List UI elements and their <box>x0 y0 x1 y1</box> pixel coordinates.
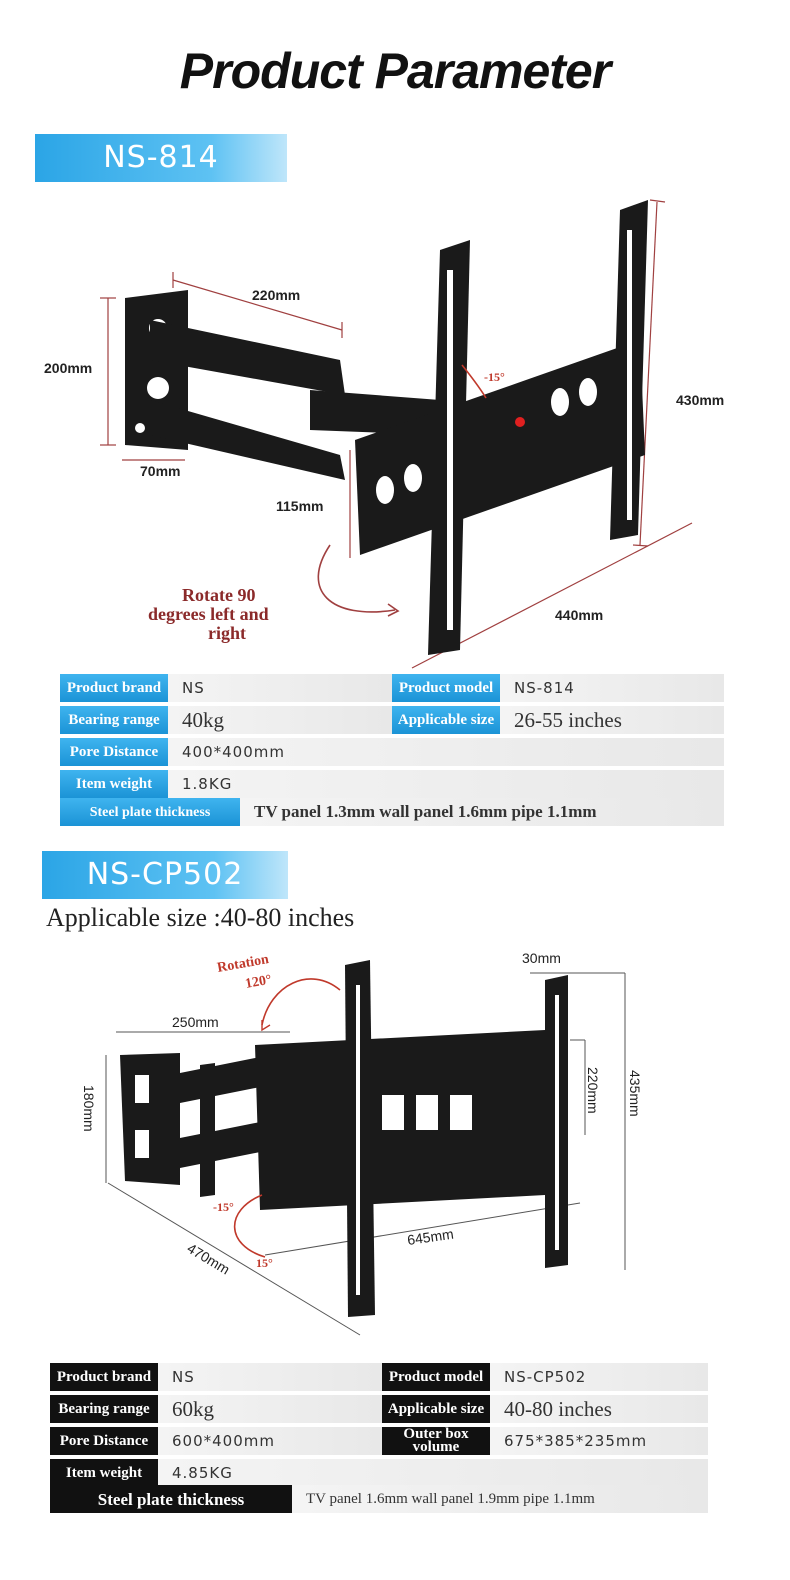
rotation-note-line1: Rotate 90 <box>182 585 255 605</box>
spec-value-brand: NS <box>168 674 392 702</box>
rotation-note-line3: right <box>208 623 246 643</box>
dim-panel-height: 435mm <box>627 1070 643 1117</box>
spec-row: Steel plate thickness TV panel 1.6mm wal… <box>50 1485 708 1513</box>
spec-value-pore: 600*400mm <box>158 1427 382 1455</box>
spec-label-outer-box: Outer box volume <box>382 1427 490 1455</box>
spec-label-weight: Item weight <box>50 1459 158 1487</box>
spec-value-outer-box: 675*385*235mm <box>490 1427 708 1455</box>
ns-cp502-spec-table: Product brand NS Product model NS-CP502 … <box>50 1359 708 1491</box>
dim-panel-height: 430mm <box>676 392 724 408</box>
spec-label-model: Product model <box>382 1363 490 1391</box>
spec-label-brand: Product brand <box>60 674 168 702</box>
dim-plate-height: 180mm <box>81 1085 97 1132</box>
dim-arm-width: 220mm <box>252 287 300 303</box>
spec-value-model: NS-814 <box>500 674 724 702</box>
dim-plate-width: 70mm <box>140 463 180 479</box>
spec-label-pore: Pore Distance <box>50 1427 158 1455</box>
spec-value-size: 40-80 inches <box>490 1395 708 1423</box>
spec-value-weight: 1.8KG <box>168 770 724 798</box>
dim-panel-width: 645mm <box>406 1226 454 1248</box>
spec-row: Item weight 1.8KG <box>60 770 724 798</box>
ns-814-mount-diagram: 220mm 200mm 70mm 115mm 430mm 440mm -15° … <box>44 199 724 669</box>
spec-row: Bearing range 60kg Applicable size 40-80… <box>50 1395 708 1423</box>
spec-row: Bearing range 40kg Applicable size 26-55… <box>60 706 724 734</box>
dim-extension: 470mm <box>184 1240 232 1278</box>
rotation-note-line1: Rotation <box>216 952 270 976</box>
spec-value-bearing: 40kg <box>168 706 392 734</box>
page-title: Product Parameter <box>179 43 611 99</box>
dim-panel-width: 440mm <box>555 607 603 623</box>
spec-value-bearing: 60kg <box>158 1395 382 1423</box>
rotation-note-line2: degrees left and <box>148 604 269 624</box>
spec-label-bearing: Bearing range <box>50 1395 158 1423</box>
ns-cp502-mount-diagram: 250mm 180mm 30mm 220mm 435mm 645mm 470mm… <box>81 950 643 1336</box>
spec-label-size: Applicable size <box>392 706 500 734</box>
spec-label-steel: Steel plate thickness <box>60 798 240 826</box>
ns-814-steel-row: Steel plate thickness TV panel 1.3mm wal… <box>60 794 724 830</box>
dim-offset: 115mm <box>276 498 323 514</box>
spec-label-model: Product model <box>392 674 500 702</box>
rotation-note-line2: 120° <box>244 973 273 992</box>
spec-label-brand: Product brand <box>50 1363 158 1391</box>
spec-value-pore: 400*400mm <box>168 738 724 766</box>
spec-row: Pore Distance 400*400mm <box>60 738 724 766</box>
spec-value-model: NS-CP502 <box>490 1363 708 1391</box>
spec-label-steel: Steel plate thickness <box>50 1485 292 1513</box>
model-banner-ns-814: NS-814 <box>35 134 287 182</box>
tilt-angle: -15° <box>484 370 505 384</box>
dim-inner-height: 220mm <box>585 1067 601 1114</box>
spec-value-size: 26-55 inches <box>500 706 724 734</box>
tilt-down-angle: 15° <box>256 1256 273 1270</box>
dim-plate-height: 200mm <box>44 360 92 376</box>
spec-row: Item weight 4.85KG <box>50 1459 708 1487</box>
spec-value-steel: TV panel 1.3mm wall panel 1.6mm pipe 1.1… <box>240 798 724 826</box>
spec-row: Product brand NS Product model NS-814 <box>60 674 724 702</box>
ns-cp502-steel-row: Steel plate thickness TV panel 1.6mm wal… <box>50 1481 708 1517</box>
spec-value-brand: NS <box>158 1363 382 1391</box>
spec-row: Product brand NS Product model NS-CP502 <box>50 1363 708 1391</box>
dim-depth: 30mm <box>522 950 561 966</box>
spec-row: Pore Distance 600*400mm Outer box volume… <box>50 1427 708 1455</box>
spec-value-steel: TV panel 1.6mm wall panel 1.9mm pipe 1.1… <box>292 1485 708 1513</box>
spec-label-pore: Pore Distance <box>60 738 168 766</box>
tilt-up-angle: -15° <box>213 1200 234 1214</box>
spec-label-size: Applicable size <box>382 1395 490 1423</box>
dim-arm: 250mm <box>172 1014 219 1030</box>
model-banner-ns-cp502: NS-CP502 <box>42 851 288 899</box>
spec-row: Steel plate thickness TV panel 1.3mm wal… <box>60 798 724 826</box>
spec-label-bearing: Bearing range <box>60 706 168 734</box>
ns-814-spec-table: Product brand NS Product model NS-814 Be… <box>60 670 724 802</box>
spec-label-weight: Item weight <box>60 770 168 798</box>
spec-value-weight: 4.85KG <box>158 1459 708 1487</box>
applicable-size-subtitle: Applicable size :40-80 inches <box>46 903 355 932</box>
